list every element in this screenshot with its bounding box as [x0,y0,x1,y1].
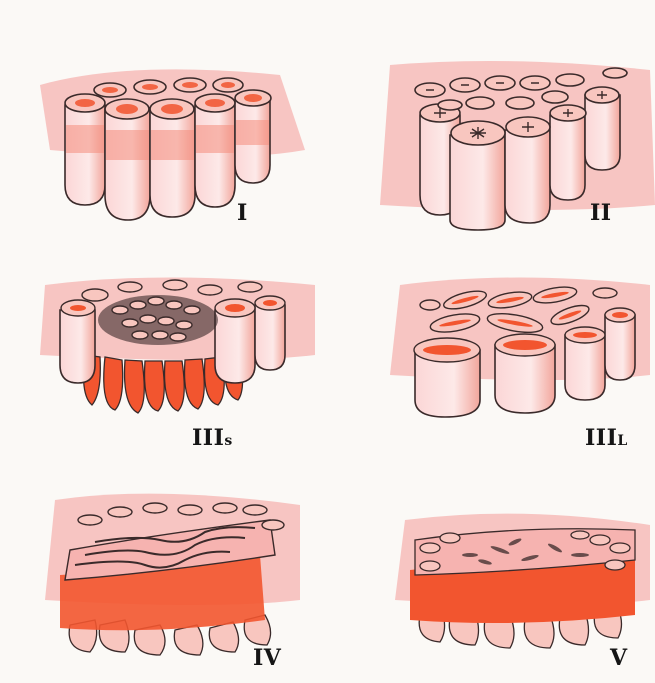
pit-pattern-I-illustration [10,55,310,230]
pit-pattern-V-illustration [390,500,655,660]
panel-label-IV-main: IV [253,645,281,671]
panel-label-I-main: I [237,200,248,226]
panel-label-IIIL-main: III [585,425,617,451]
pit-pattern-IV-illustration [35,480,305,655]
crypt-group [65,78,271,220]
panel-label-IIIs-main: III [192,425,224,451]
pit-pattern-II-illustration [370,55,655,230]
panel-label-II: II [590,200,612,226]
panel-label-IV: IV [253,645,281,671]
pit-pattern-V [390,500,655,664]
panel-label-II-main: II [590,200,612,226]
panel-label-I: I [237,200,248,226]
pit-pattern-II [370,55,655,234]
panel-label-IIIs-sub: s [224,433,232,449]
panel-label-V: V [610,645,628,671]
pit-pattern-IIIs [30,265,320,429]
panel-label-IIIs: IIIs [192,425,233,451]
panel-label-V-main: V [610,645,628,671]
pit-pattern-IIIL-illustration [385,265,655,425]
panel-label-IIIL-sub: L [617,433,627,449]
crypt-group [410,529,635,648]
panel-label-IIIL: IIIL [585,425,628,451]
pit-pattern-IIIs-illustration [30,265,320,425]
pit-pattern-IV [35,480,305,659]
pit-pattern-I [10,55,310,234]
pit-pattern-IIIL [385,265,655,429]
